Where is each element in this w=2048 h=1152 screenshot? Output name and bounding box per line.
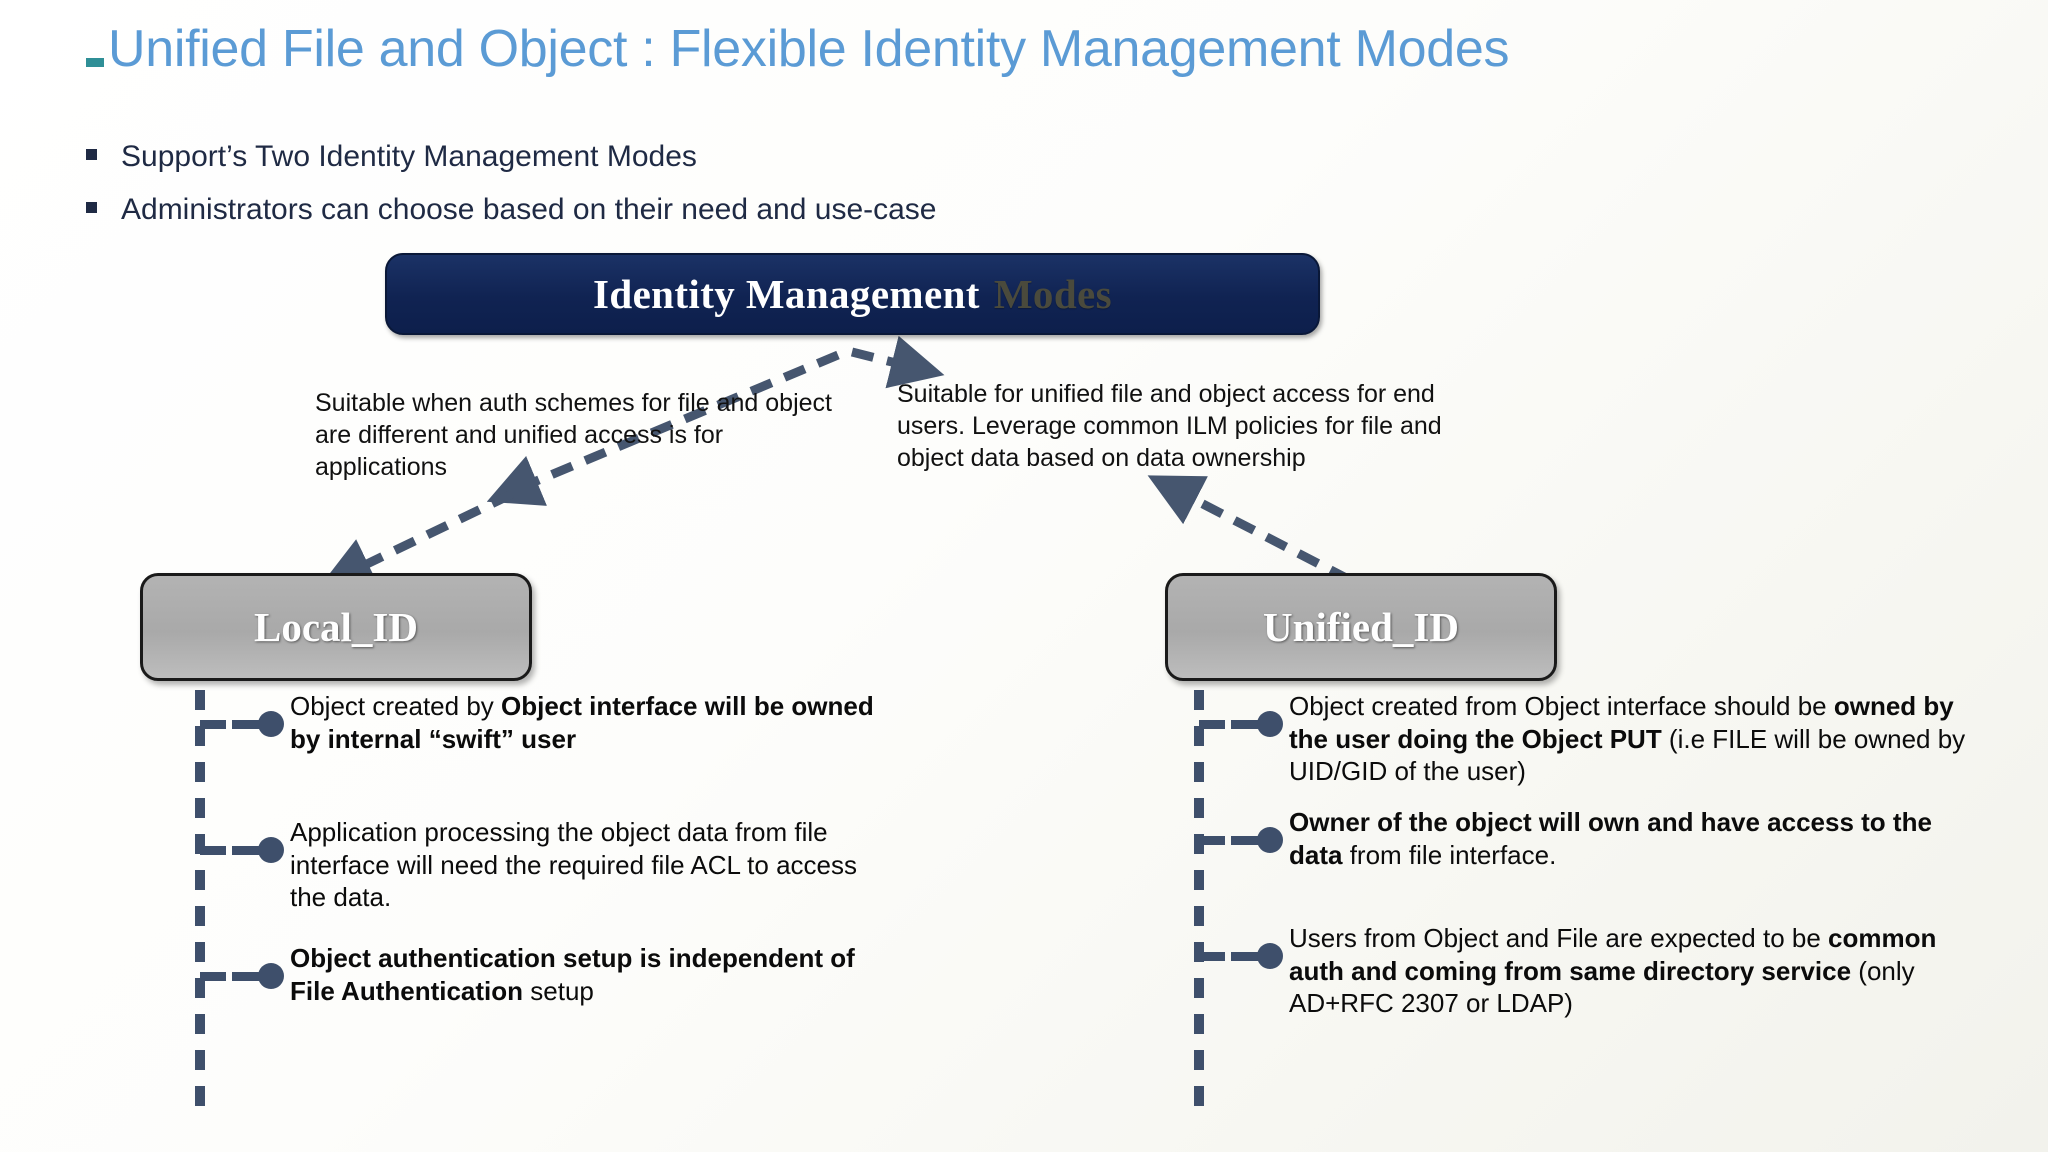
connector-dot-icon	[258, 837, 284, 863]
connector-dot-icon	[258, 963, 284, 989]
connector-stem-icon	[1231, 720, 1265, 729]
unified-id-detail-item: Users from Object and File are expected …	[1185, 922, 1985, 1020]
connector-dot-icon	[1257, 943, 1283, 969]
unified-id-detail-text: Object created from Object interface sho…	[1289, 691, 1966, 786]
local-id-box: Local_ID	[140, 573, 532, 681]
root-box-label-faded: Modes	[993, 271, 1112, 317]
local-id-detail-item: Object created by Object interface will …	[186, 690, 886, 755]
unified-id-label: Unified_ID	[1263, 604, 1459, 650]
local-id-detail-text: Object created by Object interface will …	[290, 691, 874, 754]
arrow-root-to-right-callout	[850, 335, 945, 389]
connector-stem-icon	[1231, 836, 1265, 845]
unified-id-detail-item: Owner of the object will own and have ac…	[1185, 806, 1985, 871]
bullet-label-1: Administrators can choose based on their…	[121, 193, 937, 226]
connector-dot-icon	[1257, 827, 1283, 853]
connector-stem-icon	[232, 972, 266, 981]
square-bullet-icon	[86, 149, 97, 160]
bullet-item-1: Administrators can choose based on their…	[86, 193, 937, 227]
arrow-left-callout-to-local-id	[319, 489, 514, 588]
arrow-right-callout-to-unified-id	[1147, 475, 1353, 584]
connector-dot-icon	[258, 711, 284, 737]
connector-dot-icon	[1257, 711, 1283, 737]
connector-stem-icon	[232, 846, 266, 855]
unified-id-box: Unified_ID	[1165, 573, 1557, 681]
square-bullet-icon	[86, 202, 97, 213]
connector-tee-icon	[200, 720, 226, 729]
bullet-item-0: Support’s Two Identity Management Modes	[86, 140, 697, 174]
identity-management-modes-box: Identity Management Modes	[385, 253, 1320, 335]
page-title-row: Unified File and Object : Flexible Ident…	[86, 22, 1509, 77]
unified-id-detail-item: Object created from Object interface sho…	[1185, 690, 1985, 788]
local-id-detail-text: Application processing the object data f…	[290, 817, 858, 912]
connector-tee-icon	[1199, 836, 1225, 845]
connector-tee-icon	[1199, 952, 1225, 961]
connector-tee-icon	[200, 846, 226, 855]
callout-local-id: Suitable when auth schemes for file and …	[315, 389, 832, 481]
local-id-label: Local_ID	[254, 604, 418, 650]
callout-unified-id: Suitable for unified file and object acc…	[897, 380, 1442, 472]
unified-id-detail-text: Users from Object and File are expected …	[1289, 923, 1937, 1018]
connector-stem-icon	[1231, 952, 1265, 961]
root-box-label: Identity Management	[593, 271, 980, 317]
connector-tee-icon	[200, 972, 226, 981]
page-title: Unified File and Object : Flexible Ident…	[108, 20, 1510, 78]
title-accent-dash-icon	[86, 57, 104, 67]
connector-tee-icon	[1199, 720, 1225, 729]
local-id-detail-text: Object authentication setup is independe…	[290, 943, 855, 1006]
bullet-label-0: Support’s Two Identity Management Modes	[121, 140, 697, 173]
connector-stem-icon	[232, 720, 266, 729]
local-id-detail-item: Application processing the object data f…	[186, 816, 886, 914]
unified-id-detail-text: Owner of the object will own and have ac…	[1289, 807, 1932, 870]
local-id-detail-item: Object authentication setup is independe…	[186, 942, 886, 1007]
